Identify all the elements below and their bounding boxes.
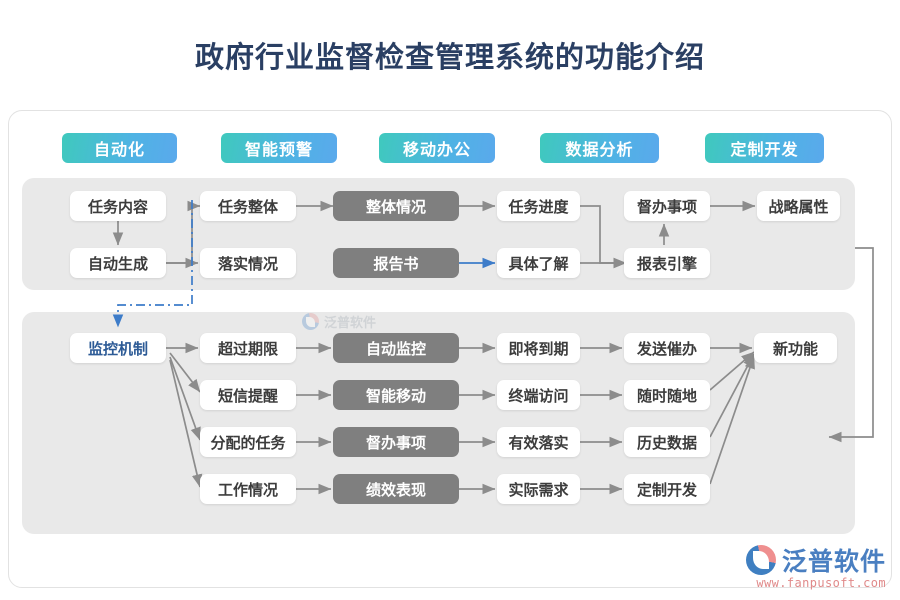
node-task-overall[interactable]: 任务整体 xyxy=(200,191,296,221)
node-terminal-access[interactable]: 终端访问 xyxy=(497,380,580,410)
node-smart-mobile[interactable]: 智能移动 xyxy=(333,380,459,410)
brand-logo-icon xyxy=(745,545,776,575)
node-strategy-attr[interactable]: 战略属性 xyxy=(757,191,840,221)
node-task-content[interactable]: 任务内容 xyxy=(70,191,166,221)
node-custom-dev[interactable]: 定制开发 xyxy=(624,474,710,504)
node-task-progress[interactable]: 任务进度 xyxy=(497,191,580,221)
node-performance[interactable]: 绩效表现 xyxy=(333,474,459,504)
badge-mobile-office[interactable]: 移动办公 xyxy=(379,133,495,163)
node-auto-generate[interactable]: 自动生成 xyxy=(70,248,166,278)
brand-name: 泛普软件 xyxy=(781,548,886,576)
badge-data-analysis[interactable]: 数据分析 xyxy=(540,133,659,163)
node-specific-detail[interactable]: 具体了解 xyxy=(497,248,580,278)
node-actual-need[interactable]: 实际需求 xyxy=(497,474,580,504)
node-anytime[interactable]: 随时随地 xyxy=(624,380,710,410)
badge-smart-alert[interactable]: 智能预警 xyxy=(221,133,337,163)
node-supervision-item[interactable]: 督办事项 xyxy=(624,191,710,221)
node-overall-status[interactable]: 整体情况 xyxy=(333,191,459,221)
node-history-data[interactable]: 历史数据 xyxy=(624,427,710,457)
node-work-status[interactable]: 工作情况 xyxy=(200,474,296,504)
node-due-soon[interactable]: 即将到期 xyxy=(497,333,580,363)
page-title: 政府行业监督检查管理系统的功能介绍 xyxy=(194,40,705,74)
node-overdue[interactable]: 超过期限 xyxy=(200,333,296,363)
node-send-urge[interactable]: 发送催办 xyxy=(624,333,710,363)
node-assigned-task[interactable]: 分配的任务 xyxy=(200,427,296,457)
node-report[interactable]: 报告书 xyxy=(333,248,459,278)
brand-url: www.fanpusoft.com xyxy=(756,576,886,590)
node-report-engine[interactable]: 报表引擎 xyxy=(624,248,710,278)
node-monitor-mechanism[interactable]: 监控机制 xyxy=(70,333,166,363)
node-effective-impl[interactable]: 有效落实 xyxy=(497,427,580,457)
badge-custom-dev[interactable]: 定制开发 xyxy=(705,133,824,163)
badge-automation[interactable]: 自动化 xyxy=(62,133,177,163)
node-new-feature[interactable]: 新功能 xyxy=(754,333,837,363)
node-auto-monitor[interactable]: 自动监控 xyxy=(333,333,459,363)
node-sms-reminder[interactable]: 短信提醒 xyxy=(200,380,296,410)
brand-logo: 泛普软件 www.fanpusoft.com xyxy=(745,542,886,590)
node-supervise-item[interactable]: 督办事项 xyxy=(333,427,459,457)
node-implementation[interactable]: 落实情况 xyxy=(200,248,296,278)
